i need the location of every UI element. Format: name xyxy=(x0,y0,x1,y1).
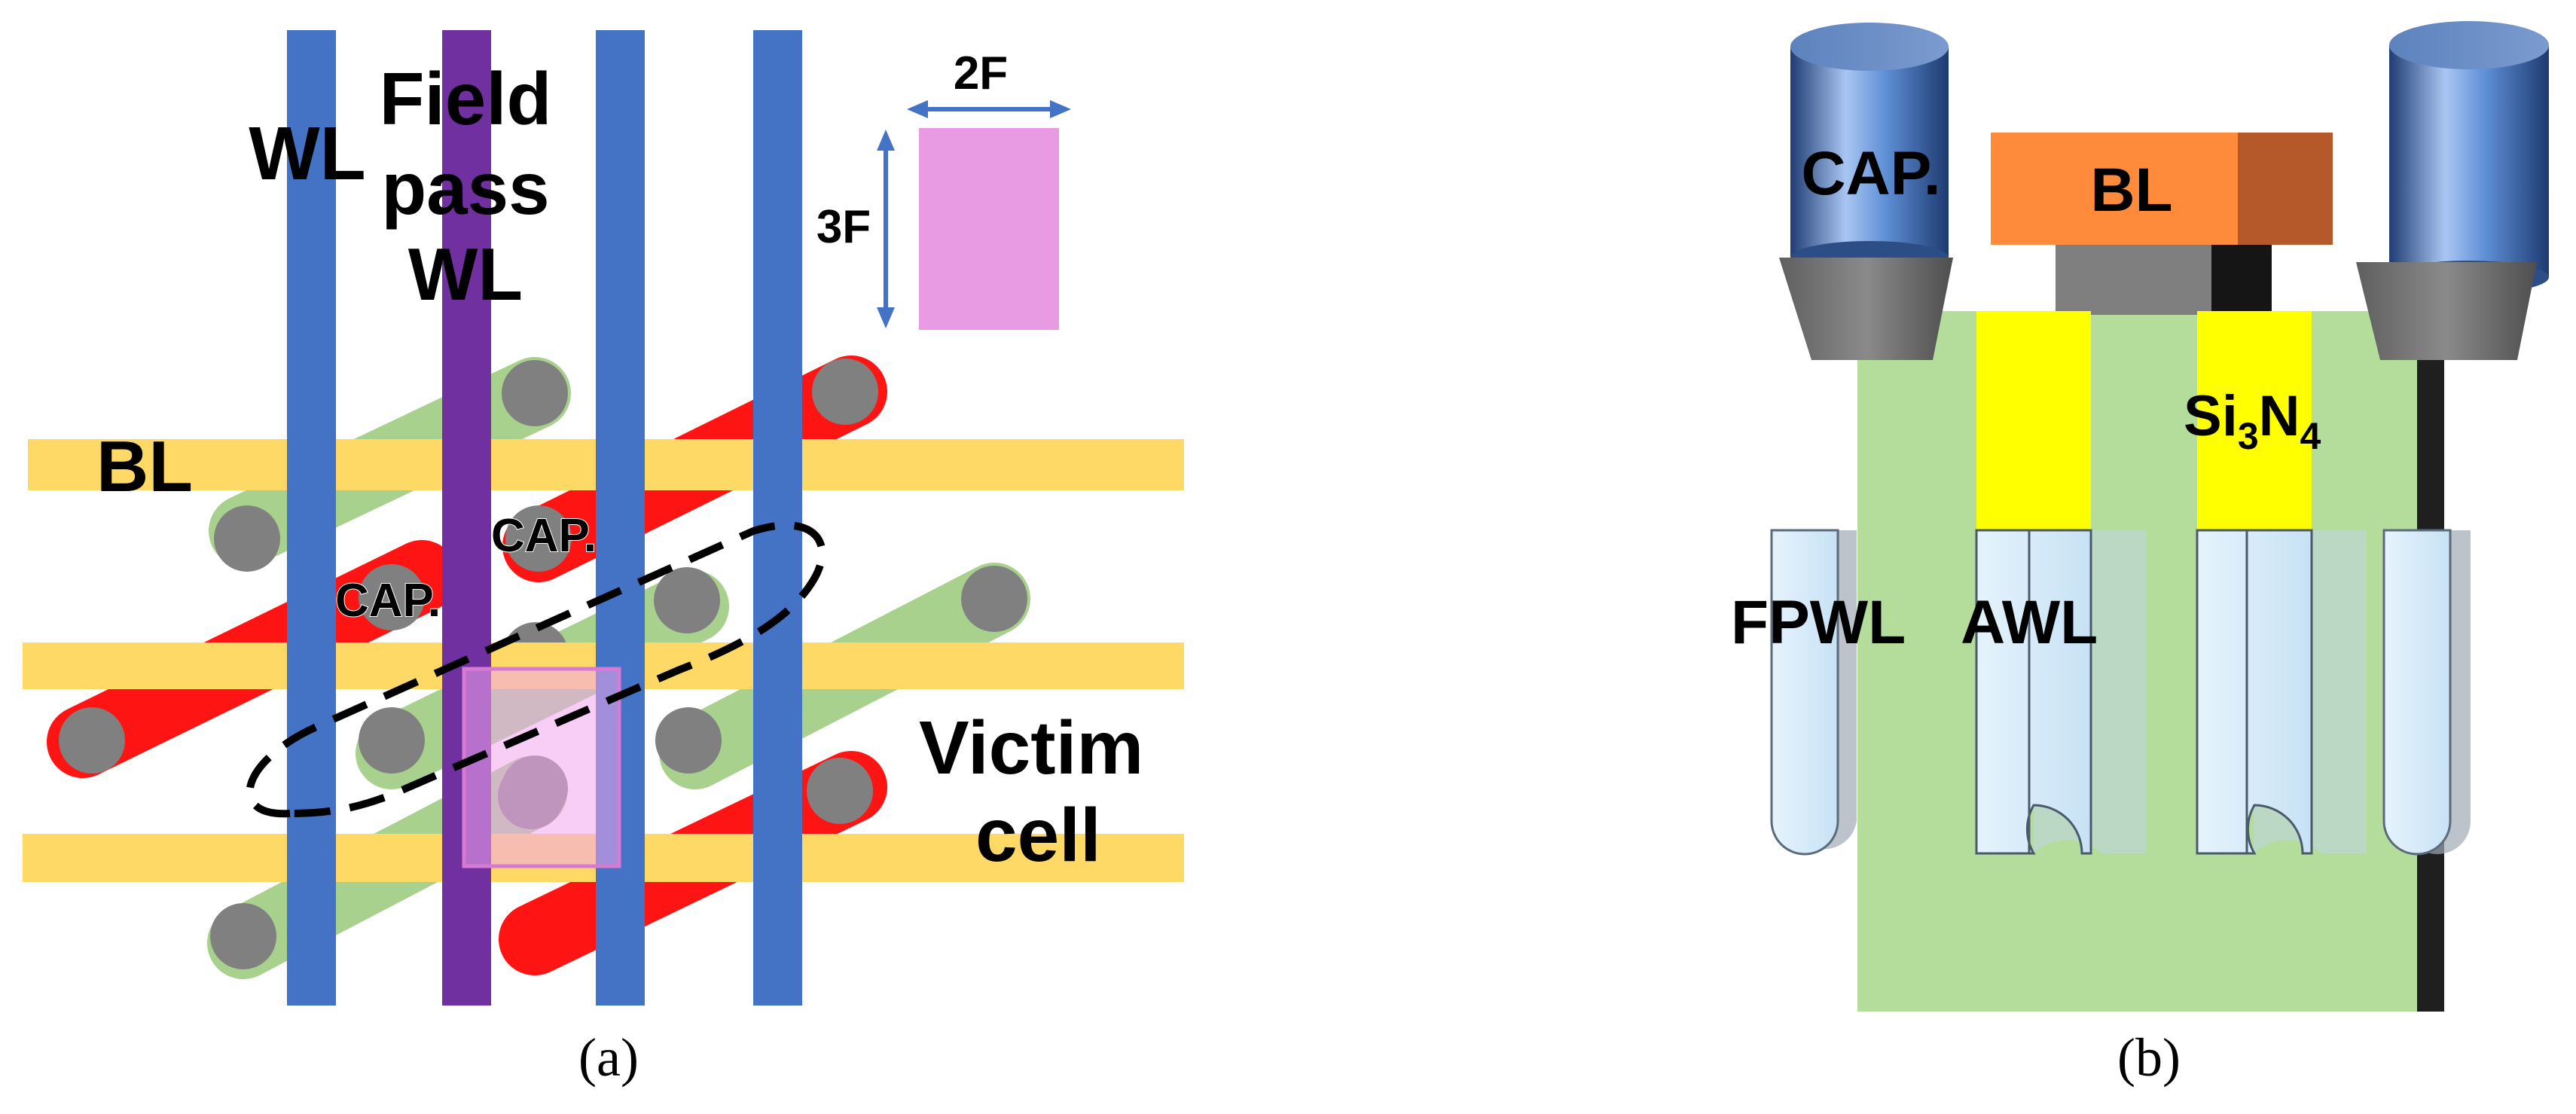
victim-cell-outline xyxy=(246,521,826,818)
dimension-width-label: 2F xyxy=(954,47,1008,99)
awl-label: AWL xyxy=(1961,588,2098,657)
contact xyxy=(654,567,720,633)
word-line xyxy=(287,30,336,1006)
cap-label-right: CAP. xyxy=(491,510,597,562)
contact xyxy=(812,359,878,425)
cap-label-left: CAP. xyxy=(335,575,441,627)
bl-label: BL xyxy=(96,426,193,507)
field-pass-wl-label-line-1: Field xyxy=(380,57,552,140)
bit-line-block-front xyxy=(1991,133,2238,245)
word-line xyxy=(753,30,802,1006)
bl-label-b: BL xyxy=(2090,156,2172,224)
contact xyxy=(59,707,125,774)
wl-label: WL xyxy=(249,111,365,196)
capacitor-left-contact xyxy=(1779,258,1953,360)
field-pass-word-line-right xyxy=(2382,529,2471,856)
field-pass-wl-label-line-2: pass xyxy=(381,147,549,230)
unit-cell-dimension-box xyxy=(919,128,1059,330)
contact xyxy=(359,564,425,630)
contact xyxy=(655,707,722,774)
contact xyxy=(210,903,276,969)
dimension-arrows xyxy=(877,100,1071,328)
nitride-left xyxy=(1976,311,2091,530)
contact xyxy=(359,707,425,774)
active-word-line-left xyxy=(1975,529,2147,855)
si3n4-label: Si3N4 xyxy=(2184,384,2321,457)
victim-cell-label-line-2: cell xyxy=(975,793,1101,877)
unit-cell-highlight xyxy=(462,667,621,868)
contact xyxy=(505,505,572,572)
fpwl-label: FPWL xyxy=(1731,588,1906,657)
active-word-line-right xyxy=(2196,529,2367,855)
contact xyxy=(214,505,280,572)
panel-a: 2F 3F WL Field pass WL BL CAP. CAP. Vict… xyxy=(23,30,1184,1088)
contact xyxy=(807,758,873,824)
field-pass-wl-label-line-3: WL xyxy=(408,233,523,316)
panel-b-caption: (b) xyxy=(2117,1027,2181,1088)
panel-a-caption: (a) xyxy=(578,1027,639,1088)
cap-label: CAP. xyxy=(1801,139,1940,208)
contact xyxy=(961,566,1027,632)
victim-cell-label-line-1: Victim xyxy=(919,706,1143,790)
bit-line-contact xyxy=(2056,245,2211,315)
contact xyxy=(502,360,568,426)
dimension-height-label: 3F xyxy=(816,201,871,253)
field-pass-word-line-left xyxy=(1770,529,1857,856)
capacitor-right xyxy=(2356,21,2549,360)
capacitor-right-contact xyxy=(2356,262,2537,360)
nitride-right xyxy=(2197,311,2312,530)
capacitor-left xyxy=(1779,23,1953,360)
bit-line-contact-dark xyxy=(2211,245,2272,315)
panel-b: CAP. BL Si3N4 FPWL AWL (b) xyxy=(1731,21,2549,1088)
bit-line-block-side xyxy=(2238,133,2333,245)
